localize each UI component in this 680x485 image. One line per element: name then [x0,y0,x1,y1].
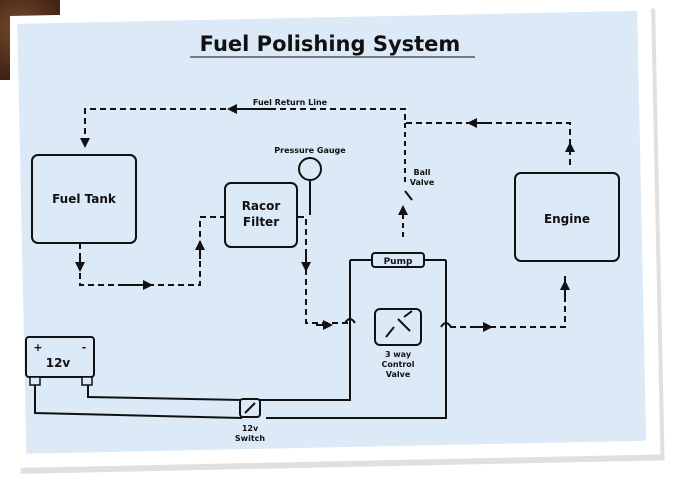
battery-terminal-right [81,376,93,386]
control-valve-box [374,308,422,346]
pump-label: Pump [384,257,413,267]
fuel-tank-label: Fuel Tank [52,192,117,206]
pressure-gauge-label: Pressure Gauge [274,146,346,155]
pump-left-wire [242,260,351,401]
crossover-left [344,318,356,324]
pressure-gauge-icon [298,157,322,181]
engine-label: Engine [544,212,590,226]
diagram-panel [17,10,647,454]
switch-symbol [244,402,256,414]
ball-valve-symbol [404,190,413,201]
ball-valve-label-line2: Valve [410,178,435,187]
battery-box [25,336,95,378]
racor-filter-box [224,182,298,248]
fuel-return-label: Fuel Return Line [253,98,328,107]
control-valve-label-line1: 3 way [385,350,412,359]
valve-to-engine-line [450,275,566,328]
ball-valve-label-line1: Ball [414,168,431,177]
switch-label-line1: 12v [242,424,259,433]
battery-plus-label: + [33,341,42,354]
control-valve-label-line2: Control [381,360,414,369]
battery-minus-label: - [82,341,87,354]
battery-bottom-wire [34,383,243,419]
control-valve-label-line3: Valve [386,370,411,379]
racor-label-line2: Filter [243,215,279,229]
fuel-tank-box [31,154,137,244]
fuel-return-line [80,108,571,165]
control-valve-symbol [385,310,413,338]
battery-top-wire [87,383,243,401]
crossover-right [440,322,452,328]
pump-box [371,252,425,268]
tank-to-filter-line [79,216,225,286]
battery-terminal-left [29,376,41,386]
fuel-polishing-diagram: Fuel Polishing System [10,5,665,474]
switch-label-line2: Switch [235,434,265,443]
page-title: Fuel Polishing System [200,32,461,56]
pump-right-wire [266,260,447,419]
diagram-card: Fuel Polishing System [10,5,680,483]
racor-label-line1: Racor [242,199,281,213]
engine-box [514,172,620,262]
battery-label: 12v [46,356,71,370]
